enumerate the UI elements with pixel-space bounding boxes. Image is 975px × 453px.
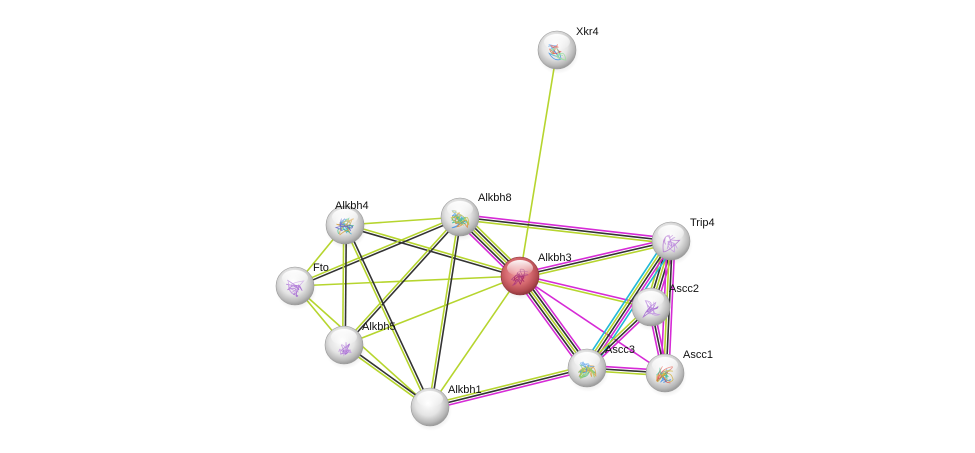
- edge-line-coexpression: [295, 217, 461, 288]
- protein-structure-icon: [338, 341, 352, 357]
- node-highlight: [507, 260, 533, 276]
- edge-alkbh3-ascc1[interactable]: [519, 275, 666, 374]
- node-label: Xkr4: [576, 26, 599, 38]
- edge-line-coexpression: [519, 240, 672, 277]
- edge-line-textmining: [294, 215, 460, 286]
- edge-line-databases: [581, 237, 668, 366]
- edge-line-experiments: [519, 275, 666, 374]
- edge-alkbh1-ascc3[interactable]: [429, 364, 588, 411]
- node-label: Alkbh8: [478, 192, 512, 204]
- edge-line-coexpression: [459, 216, 672, 242]
- edge-line-textmining: [294, 275, 521, 287]
- node-ascc1[interactable]: Ascc1: [645, 349, 713, 397]
- node-alkbh3[interactable]: Alkbh3: [500, 252, 572, 300]
- node-highlight: [417, 391, 443, 407]
- edge-alkbh3-alkbh1[interactable]: [429, 275, 521, 408]
- edge-line-textmining: [429, 275, 521, 408]
- node-alkbh1[interactable]: Alkbh1: [410, 384, 482, 431]
- edge-line-coexpression: [345, 224, 432, 407]
- edge-line-textmining: [520, 242, 672, 280]
- node-alkbh8[interactable]: Alkbh8: [440, 192, 512, 241]
- node-label: Alkbh1: [448, 384, 482, 396]
- edge-line-experiments: [460, 213, 672, 240]
- node-highlight: [652, 357, 678, 373]
- edge-line-experiments: [430, 369, 588, 411]
- edge-line-textmining: [427, 216, 460, 407]
- edge-line-coexpression: [344, 225, 520, 279]
- node-highlight: [544, 34, 570, 50]
- edge-line-textmining: [342, 215, 460, 345]
- edge-line-textmining: [459, 218, 671, 245]
- node-xkr4[interactable]: Xkr4: [537, 26, 599, 74]
- edge-alkbh8-alkbh1[interactable]: [427, 216, 463, 408]
- edge-line-textmining: [519, 49, 558, 277]
- node-label: Ascc2: [669, 283, 699, 295]
- edge-line-textmining: [343, 275, 521, 346]
- edge-alkbh3-alkbh5[interactable]: [343, 275, 521, 346]
- node-highlight: [658, 225, 684, 241]
- edge-line-coexpression: [429, 367, 588, 408]
- node-highlight: [574, 352, 600, 368]
- node-ascc2[interactable]: Ascc2: [631, 283, 699, 331]
- node-highlight: [332, 209, 358, 225]
- edge-line-textmining: [429, 364, 587, 406]
- edge-line-coexpression: [344, 217, 462, 347]
- edge-alkbh8-trip4[interactable]: [459, 213, 672, 245]
- node-fto[interactable]: Fto: [275, 262, 329, 310]
- node-trip4[interactable]: Trip4: [651, 217, 715, 265]
- edge-alkbh3-fto[interactable]: [294, 275, 521, 287]
- edge-line-textmining: [343, 225, 430, 408]
- edge-alkbh8-alkbh5[interactable]: [342, 215, 462, 347]
- edge-alkbh8-fto[interactable]: [294, 215, 461, 288]
- edge-alkbh3-xkr4[interactable]: [519, 49, 558, 277]
- edge-alkbh4-alkbh1[interactable]: [343, 224, 432, 408]
- node-highlight: [447, 201, 473, 217]
- node-label: Alkbh5: [362, 321, 396, 333]
- node-label: Ascc1: [683, 349, 713, 361]
- edge-line-textmining: [584, 239, 670, 368]
- node-alkbh5[interactable]: Alkbh5: [324, 321, 396, 369]
- edge-line-experiments: [519, 237, 671, 275]
- edge-line-coexpression: [430, 217, 463, 408]
- node-ascc3[interactable]: Ascc3: [567, 344, 635, 392]
- node-label: Alkbh3: [538, 252, 572, 264]
- node-highlight: [638, 291, 664, 307]
- edge-line-coexpression: [586, 240, 672, 369]
- edge-alkbh3-trip4[interactable]: [519, 237, 672, 280]
- edge-line-experiments: [520, 273, 652, 307]
- node-label: Alkbh4: [335, 200, 369, 212]
- node-alkbh4[interactable]: Alkbh4: [325, 200, 369, 249]
- node-label: Trip4: [690, 217, 715, 229]
- node-label: Ascc3: [605, 344, 635, 356]
- node-highlight: [282, 270, 308, 286]
- node-highlight: [331, 329, 357, 345]
- node-label: Fto: [313, 262, 329, 274]
